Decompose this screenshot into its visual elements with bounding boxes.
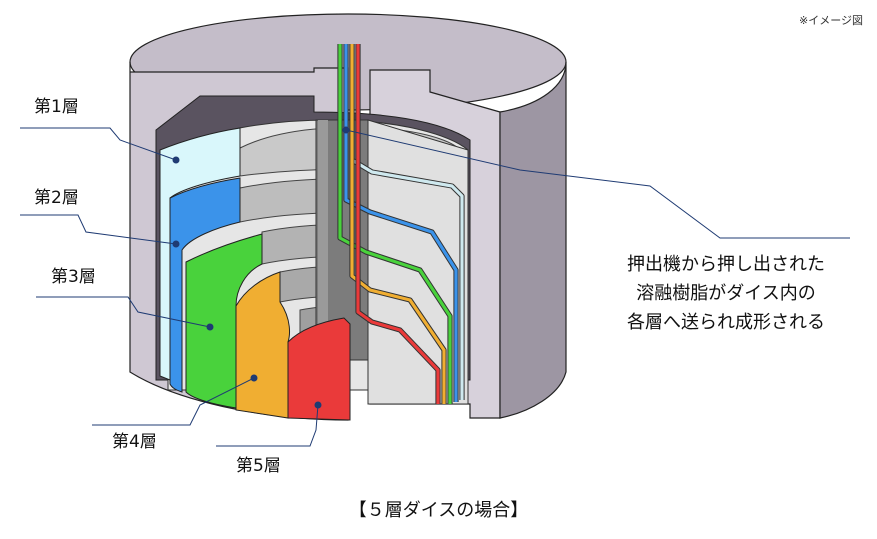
- leader-line-6: [345, 129, 850, 239]
- leader-line-4: [92, 377, 255, 426]
- image-note: ※イメージ図: [799, 14, 863, 27]
- layer-label-3: 第3層: [51, 267, 96, 287]
- leader-lines: [20, 126, 850, 447]
- description-line-3: 各層へ送られ成形される: [627, 312, 825, 333]
- leader-dot-5: [314, 401, 322, 409]
- leader-dot-3: [206, 323, 214, 331]
- layer-band-5: [287, 317, 351, 421]
- channel-5: [356, 44, 440, 404]
- layer-label-2: 第2層: [34, 188, 79, 208]
- mandrel-cut-face: [367, 119, 469, 405]
- diagram-caption: 【５層ダイスの場合】: [348, 500, 529, 521]
- channel-3: [338, 44, 452, 404]
- description-text: 押出機から押し出された 溶融樹脂がダイス内の 各層へ送られ成形される: [586, 250, 866, 337]
- flow-channels: [337, 44, 465, 404]
- leader-dot-2: [172, 240, 180, 248]
- leader-line-1: [20, 127, 177, 161]
- channel-2: [344, 44, 458, 402]
- description-line-1: 押出機から押し出された: [627, 254, 825, 275]
- leader-line-3: [36, 296, 211, 328]
- die-right-side: [499, 61, 567, 419]
- leader-line-2: [20, 214, 177, 245]
- leader-dot-4: [250, 374, 258, 382]
- layer-bands: [159, 127, 351, 421]
- layer-band-3: [185, 233, 263, 409]
- layer-label-1: 第1層: [34, 97, 79, 117]
- central-core-highlight: [318, 120, 328, 360]
- leader-dot-6: [342, 126, 350, 134]
- description-line-2: 溶融樹脂がダイス内の: [636, 283, 816, 304]
- layer-band-2: [169, 177, 241, 393]
- layer-label-4: 第4層: [112, 432, 157, 452]
- channel-4: [350, 44, 446, 404]
- leader-dot-1: [172, 156, 180, 164]
- layer-label-5: 第5層: [236, 456, 281, 476]
- leader-line-5: [216, 404, 319, 447]
